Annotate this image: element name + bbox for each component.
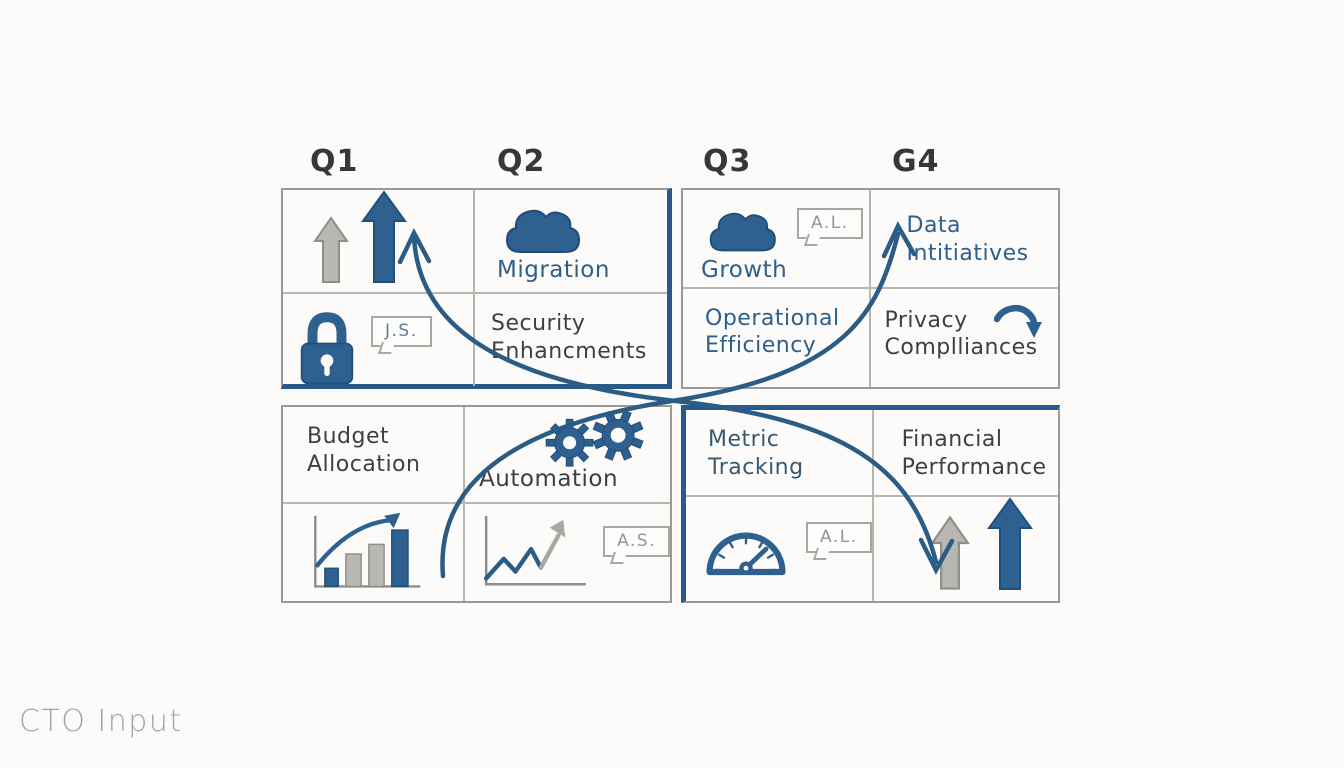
cell-performance-arrows bbox=[874, 497, 1058, 601]
financial-line1: Financial bbox=[901, 427, 1003, 452]
speedometer-icon bbox=[706, 532, 786, 576]
curved-arrow-down-icon bbox=[994, 304, 1042, 338]
cell-q1-growth-arrows bbox=[283, 190, 475, 294]
table-bottom-right: Metric Tracking Financial Performance bbox=[681, 405, 1060, 603]
header-g4: G4 bbox=[892, 144, 940, 179]
cell-budget-chart bbox=[283, 504, 466, 601]
cell-budget: Budget Allocation bbox=[283, 407, 466, 504]
data-initiatives-line1: Data bbox=[906, 213, 962, 238]
cell-growth: A.L. Growth bbox=[683, 190, 871, 289]
annotation-bubble: A.L. bbox=[806, 521, 872, 560]
security-line2: Enhancments bbox=[491, 338, 647, 364]
growth-label: Growth bbox=[701, 257, 788, 283]
cell-trend-chart: A.S. bbox=[465, 504, 670, 601]
cell-financial: Financial Performance bbox=[873, 410, 1058, 497]
header-q1: Q1 bbox=[310, 144, 359, 179]
header-q2: Q2 bbox=[497, 144, 546, 179]
line-chart-rising-arrow-icon bbox=[484, 515, 586, 585]
gears-icon bbox=[545, 411, 644, 467]
footer-label: CTO Input bbox=[19, 704, 183, 739]
migration-label: Migration bbox=[497, 257, 610, 283]
bubble-tail-icon bbox=[804, 234, 821, 246]
data-initiatives-line2: Intitiatives bbox=[906, 240, 1029, 266]
privacy-line1: Privacy bbox=[884, 307, 968, 333]
table-top-right: A.L. Growth Data Intitiatives Operationa… bbox=[681, 188, 1060, 389]
cell-operational: Operational Efficiency bbox=[683, 288, 871, 387]
up-arrow-gray-icon bbox=[313, 216, 349, 283]
header-q3: Q3 bbox=[703, 144, 752, 179]
security-line1: Security bbox=[491, 311, 586, 336]
budget-line1: Budget bbox=[307, 424, 390, 449]
metric-line2: Tracking bbox=[708, 454, 804, 480]
annotation-bubble: A.L. bbox=[797, 208, 863, 246]
annotation-bubble: J.S. bbox=[371, 316, 432, 354]
table-top-left: Migration J.S. Security Enhancments bbox=[281, 188, 672, 389]
bubble-tail-icon bbox=[610, 552, 628, 564]
up-arrow-gray-icon bbox=[930, 515, 970, 590]
bubble-text: A.S. bbox=[617, 531, 656, 551]
annotation-bubble: A.S. bbox=[603, 526, 670, 564]
operational-line2: Efficiency bbox=[705, 333, 817, 359]
bubble-text: J.S. bbox=[385, 321, 418, 341]
cell-security: Security Enhancments bbox=[475, 294, 667, 386]
cell-automation: Automation bbox=[465, 407, 670, 504]
cell-data-initiatives: Data Intitiatives bbox=[870, 190, 1058, 289]
cell-privacy: Privacy Complliances bbox=[871, 289, 1059, 388]
up-arrow-blue-icon bbox=[987, 497, 1033, 590]
bubble-text: A.L. bbox=[811, 213, 849, 233]
budget-line2: Allocation bbox=[307, 451, 421, 477]
cell-gauge: A.L. bbox=[686, 497, 874, 601]
financial-line2: Performance bbox=[901, 454, 1047, 480]
metric-line1: Metric bbox=[708, 427, 780, 452]
up-arrow-blue-icon bbox=[361, 190, 407, 283]
bubble-tail-icon bbox=[813, 547, 830, 560]
operational-line1: Operational bbox=[705, 305, 840, 331]
cloud-icon bbox=[709, 212, 776, 252]
cell-lock: J.S. bbox=[283, 294, 475, 386]
bubble-tail-icon bbox=[378, 342, 395, 354]
cell-metric: Metric Tracking bbox=[686, 410, 874, 497]
bubble-text: A.L. bbox=[820, 526, 858, 547]
cloud-icon bbox=[505, 209, 581, 253]
table-bottom-left: Budget Allocation bbox=[281, 405, 672, 603]
bar-chart-rising-arrow-icon bbox=[314, 512, 421, 588]
padlock-icon bbox=[300, 312, 354, 385]
automation-label: Automation bbox=[479, 466, 619, 493]
cell-migration: Migration bbox=[475, 190, 667, 294]
